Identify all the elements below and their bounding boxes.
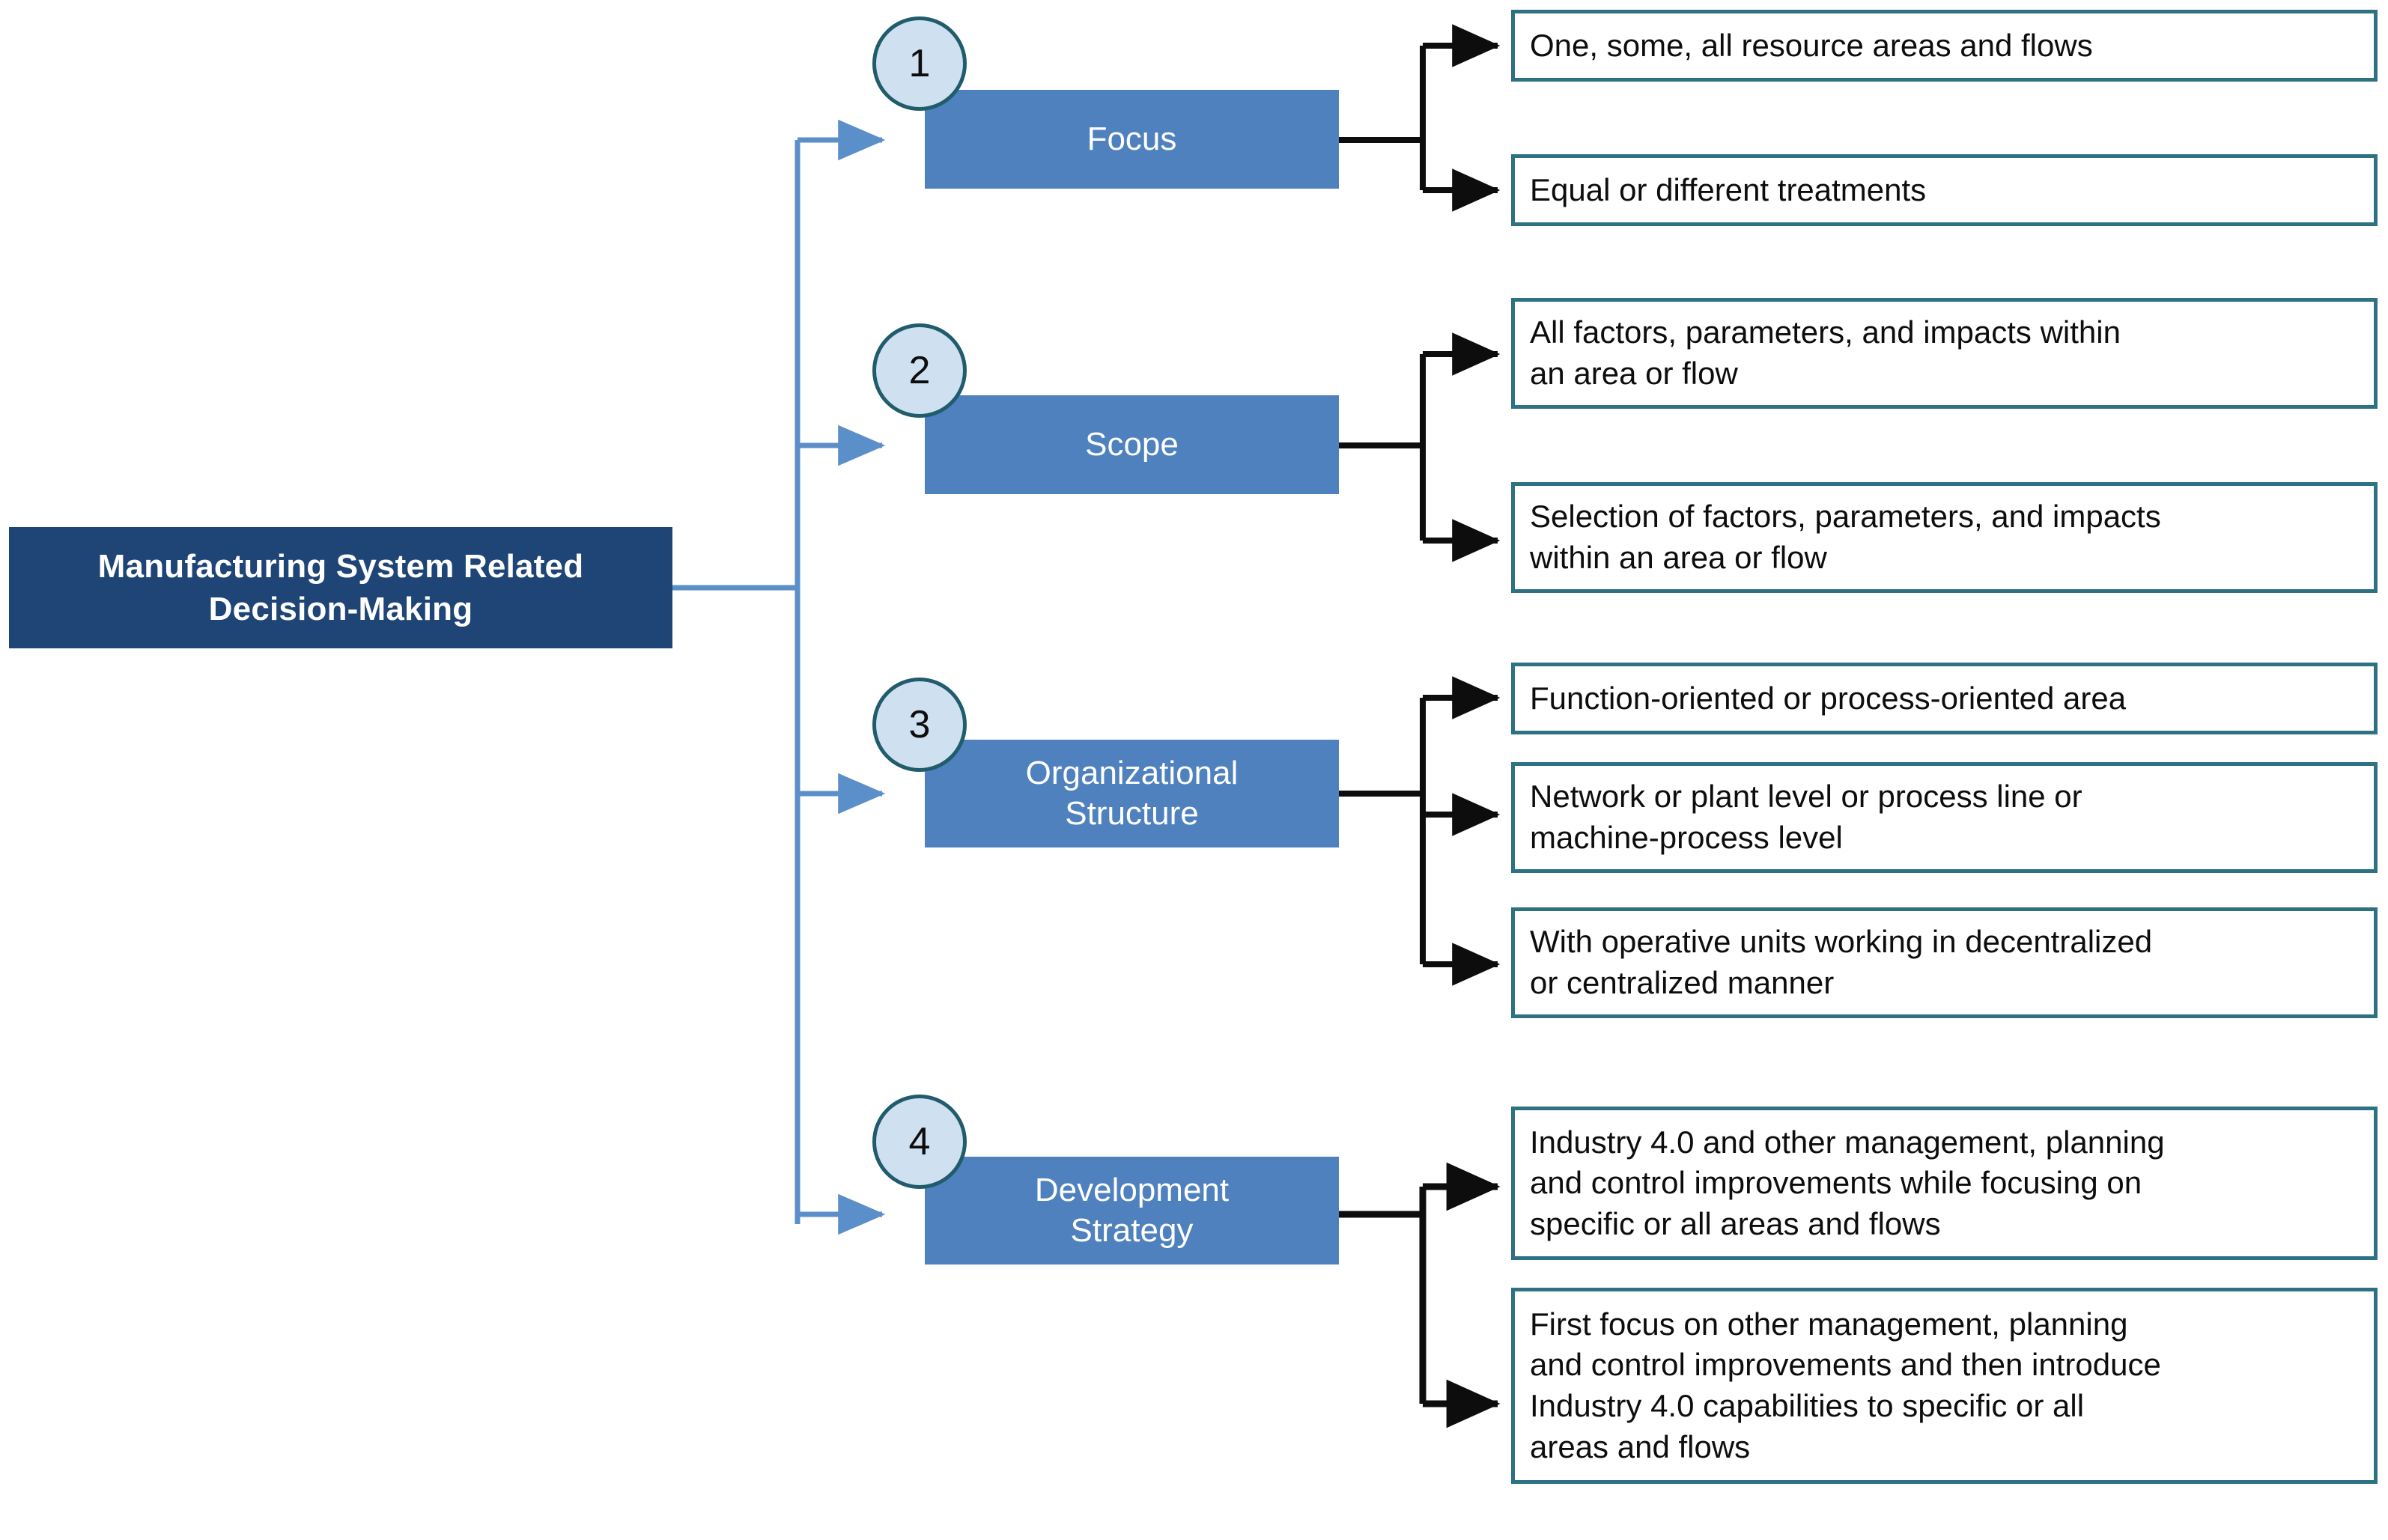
leaf-connector-group-3 — [1339, 676, 1501, 986]
step-number-circle-4[interactable]: 4 — [872, 1095, 967, 1189]
leaf-text-2-1-line-2: an area or flow — [1530, 356, 1738, 391]
leaf-text-3-2-line-1: Network or plant level or process line o… — [1530, 779, 2082, 815]
leaf-text-2-1: All factors, parameters, and impacts wit… — [1530, 312, 2121, 394]
category-node-focus[interactable]: Focus — [925, 90, 1339, 189]
leaf-node-3-1[interactable]: Function-oriented or process-oriented ar… — [1511, 663, 2378, 734]
leaf-node-2-1[interactable]: All factors, parameters, and impacts wit… — [1511, 298, 2378, 409]
leaf-text-2-1-line-1: All factors, parameters, and impacts wit… — [1530, 314, 2121, 350]
step-number-circle-1[interactable]: 1 — [872, 16, 967, 111]
category-focus-line-1: Focus — [1087, 121, 1177, 158]
category-node-scope[interactable]: Scope — [925, 395, 1339, 494]
category-label-focus: Focus — [1087, 119, 1177, 159]
leaf-text-4-2-line-3: Industry 4.0 capabilities to specific or… — [1530, 1388, 2085, 1423]
leaf-node-3-2[interactable]: Network or plant level or process line o… — [1511, 762, 2378, 873]
leaf-connector-group-2 — [1339, 332, 1501, 562]
step-number-label-1: 1 — [908, 42, 931, 85]
leaf-node-2-2[interactable]: Selection of factors, parameters, and im… — [1511, 482, 2378, 593]
leaf-text-3-2-line-2: machine-process level — [1530, 820, 1843, 855]
leaf-text-4-2-line-2: and control improvements and then introd… — [1530, 1347, 2161, 1383]
step-number-circle-2[interactable]: 2 — [872, 323, 967, 418]
root-label-line-2: Decision-Making — [208, 591, 473, 627]
leaf-text-1-1: One, some, all resource areas and flows — [1530, 27, 2093, 63]
step-number-circle-3[interactable]: 3 — [872, 678, 967, 772]
category-scope-line-1: Scope — [1085, 426, 1179, 463]
category-label-organizational-structure: Organizational Structure — [1026, 753, 1239, 833]
leaf-connector-group-1 — [1339, 24, 1501, 212]
leaf-text-4-2-line-4: areas and flows — [1530, 1428, 1751, 1464]
leaf-text-2-2-line-1: Selection of factors, parameters, and im… — [1530, 499, 2161, 535]
root-trunk-connector — [672, 140, 800, 1224]
leaf-text-4-2: First focus on other management, plannin… — [1530, 1304, 2161, 1467]
category-dev-line-2: Strategy — [1070, 1212, 1194, 1249]
leaf-text-3-3: With operative units working in decentra… — [1530, 922, 2152, 1003]
leaf-text-3-3-line-2: or centralized manner — [1530, 965, 1835, 1000]
root-node[interactable]: Manufacturing System Related Decision-Ma… — [9, 527, 672, 648]
leaf-text-4-1-line-2: and control improvements while focusing … — [1530, 1165, 2142, 1201]
leaf-text-4-2-line-1: First focus on other management, plannin… — [1530, 1306, 2128, 1342]
category-org-line-1: Organizational — [1025, 755, 1239, 792]
category-label-scope: Scope — [1085, 424, 1179, 465]
leaf-node-1-2[interactable]: Equal or different treatments — [1511, 154, 2378, 226]
root-node-label: Manufacturing System Related Decision-Ma… — [98, 545, 584, 630]
step-number-label-4: 4 — [908, 1120, 931, 1163]
category-node-development-strategy[interactable]: Development Strategy — [925, 1157, 1339, 1264]
leaf-text-1-2: Equal or different treatments — [1530, 171, 1927, 207]
leaf-node-3-3[interactable]: With operative units working in decentra… — [1511, 907, 2378, 1018]
leaf-text-3-1: Function-oriented or process-oriented ar… — [1530, 680, 2127, 716]
category-org-line-2: Structure — [1065, 795, 1199, 832]
root-label-line-1: Manufacturing System Related — [97, 547, 584, 585]
leaf-text-4-1-line-3: specific or all areas and flows — [1530, 1205, 1941, 1241]
category-dev-line-1: Development — [1034, 1172, 1230, 1209]
category-label-development-strategy: Development Strategy — [1035, 1170, 1229, 1250]
category-node-organizational-structure[interactable]: Organizational Structure — [925, 740, 1339, 847]
leaf-node-4-2[interactable]: First focus on other management, plannin… — [1511, 1288, 2378, 1484]
step-number-label-3: 3 — [908, 703, 931, 746]
leaf-connector-group-4 — [1339, 1162, 1501, 1428]
step-number-label-2: 2 — [908, 349, 931, 392]
leaf-text-4-1-line-1: Industry 4.0 and other management, plann… — [1530, 1124, 2165, 1160]
leaf-text-3-3-line-1: With operative units working in decentra… — [1530, 924, 2153, 960]
leaf-text-2-2-line-2: within an area or flow — [1530, 540, 1827, 575]
leaf-text-4-1: Industry 4.0 and other management, plann… — [1530, 1122, 2165, 1245]
leaf-node-4-1[interactable]: Industry 4.0 and other management, plann… — [1511, 1107, 2378, 1260]
leaf-text-3-2: Network or plant level or process line o… — [1530, 776, 2082, 858]
leaf-node-1-1[interactable]: One, some, all resource areas and flows — [1511, 10, 2378, 82]
leaf-text-2-2: Selection of factors, parameters, and im… — [1530, 496, 2161, 578]
